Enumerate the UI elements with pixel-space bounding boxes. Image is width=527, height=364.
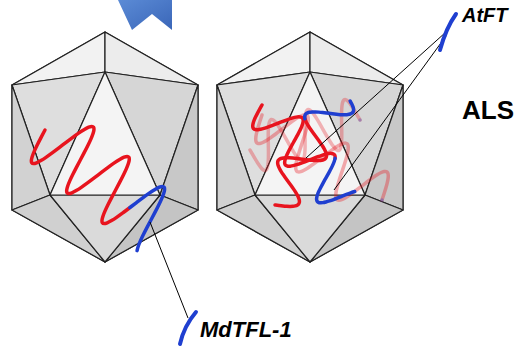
capsid-face (12, 32, 198, 262)
gene-tick (440, 14, 456, 50)
insert-segment (130, 186, 165, 250)
leader-line (306, 32, 446, 158)
virus-capsid (12, 32, 198, 262)
rna-strand (275, 119, 327, 207)
capsid-face (255, 195, 365, 262)
insert-segment (305, 101, 354, 119)
capsid-face (255, 72, 365, 195)
insert-segment (317, 158, 355, 202)
capsid-face (217, 32, 403, 262)
gene-label: AtFT (462, 4, 508, 26)
capsid-face (217, 85, 255, 210)
gene-label: MdTFL-1 (200, 318, 292, 342)
block-arrow (118, 0, 172, 30)
method-label: ALS (462, 96, 514, 125)
leader-line (150, 222, 188, 318)
gene-tick (180, 312, 196, 344)
leader-line (334, 36, 446, 190)
capsid-face (12, 85, 50, 210)
virus-capsid (217, 32, 403, 262)
rna-strand (31, 126, 129, 223)
capsid-face (50, 195, 160, 262)
capsid-face (50, 72, 160, 195)
